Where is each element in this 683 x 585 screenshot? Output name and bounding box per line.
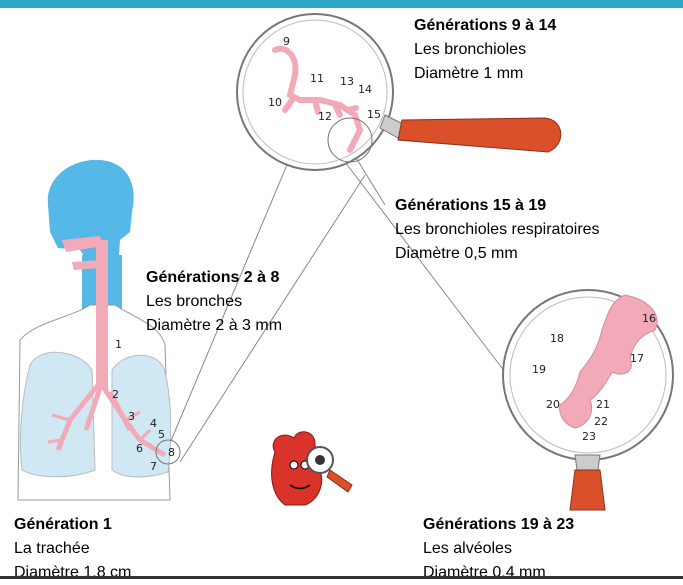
caption-line: Les bronchioles respiratoires [395,218,600,242]
alveoli-number-19: 19 [532,363,546,376]
alveoli-number-18: 18 [550,332,564,345]
caption-line: Les bronches [146,290,282,314]
alveoli-number-16: 16 [642,312,656,325]
lung-number-4: 4 [150,417,157,430]
caption-line: Diamètre 0,5 mm [395,242,600,266]
bronchiole-number-11: 11 [310,72,324,85]
lung-number-8: 8 [168,446,175,459]
caption-title: Générations 2 à 8 [146,266,282,290]
bronchiole-number-15: 15 [367,108,381,121]
caption-generations-2-8: Générations 2 à 8 Les bronches Diamètre … [146,266,282,338]
lung-number-3: 3 [128,410,135,423]
lung-number-2: 2 [112,388,119,401]
caption-generations-19-23: Générations 19 à 23 Les alvéoles Diamètr… [423,513,574,585]
bronchiole-number-13: 13 [340,75,354,88]
bronchiole-number-12: 12 [318,110,332,123]
bronchiole-number-9: 9 [283,35,290,48]
alveoli-number-21: 21 [596,398,610,411]
caption-line: Diamètre 1 mm [414,62,556,86]
lung-number-7: 7 [150,460,157,473]
magnifier-alveoli-icon: 16 17 18 19 20 21 22 23 [503,290,673,510]
caption-line: Diamètre 1,8 cm [14,561,131,585]
bronchiole-number-14: 14 [358,83,372,96]
caption-line: La trachée [14,537,131,561]
lung-number-1: 1 [115,338,122,351]
caption-generations-9-14: Générations 9 à 14 Les bronchioles Diamè… [414,14,556,86]
caption-generation-1: Génération 1 La trachée Diamètre 1,8 cm [14,513,131,585]
caption-title: Générations 9 à 14 [414,14,556,38]
caption-line: Les bronchioles [414,38,556,62]
alveoli-number-22: 22 [594,415,608,428]
heart-mascot-magnifier-icon [272,432,352,505]
caption-line: Diamètre 0,4 mm [423,561,574,585]
lung-number-5: 5 [158,428,165,441]
caption-title: Générations 15 à 19 [395,194,600,218]
lung-number-6: 6 [136,442,143,455]
caption-title: Générations 19 à 23 [423,513,574,537]
bronchiole-number-10: 10 [268,96,282,109]
alveoli-number-20: 20 [546,398,560,411]
caption-generations-15-19: Générations 15 à 19 Les bronchioles resp… [395,194,600,266]
caption-title: Génération 1 [14,513,131,537]
alveoli-number-23: 23 [582,430,596,443]
alveoli-number-17: 17 [630,352,644,365]
caption-line: Les alvéoles [423,537,574,561]
caption-line: Diamètre 2 à 3 mm [146,314,282,338]
